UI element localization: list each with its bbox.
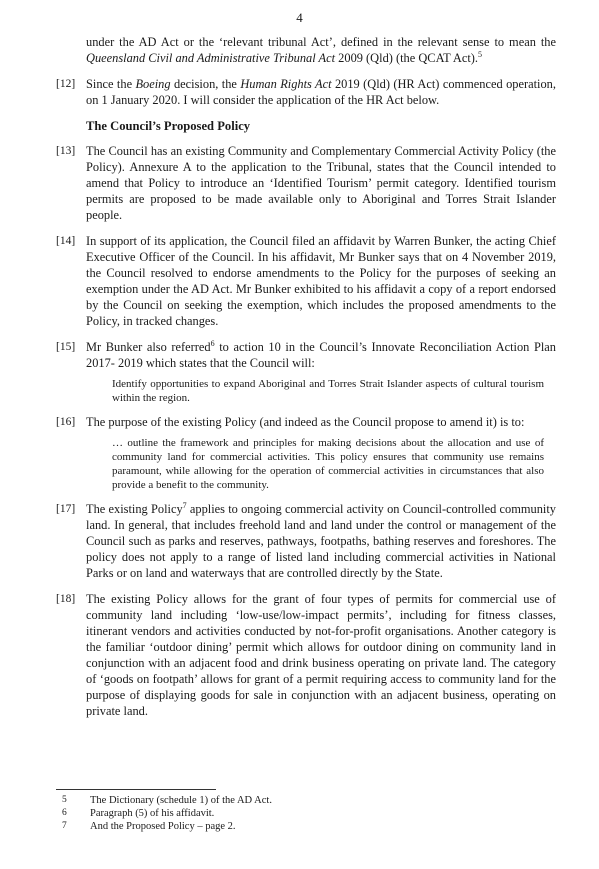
paragraph-14: [14] In support of its application, the …	[56, 233, 556, 329]
block-quote: … outline the framework and principles f…	[112, 437, 544, 491]
footnote-number: 7	[62, 821, 67, 831]
text-span: under the AD Act or the ‘relevant tribun…	[86, 35, 556, 49]
case-name: Boeing	[135, 77, 171, 91]
block-quote: Identify opportunities to expand Aborigi…	[112, 378, 544, 404]
act-title: Queensland Civil and Administrative Trib…	[86, 51, 336, 65]
act-title: Human Rights Act	[240, 77, 332, 91]
text-span: Since the	[86, 77, 136, 91]
footnote-text: And the Proposed Policy – page 2.	[90, 821, 236, 832]
paragraph-number: [15]	[56, 341, 76, 353]
text-span: Mr Bunker also referred	[86, 340, 211, 354]
text-span: The existing Policy	[86, 502, 183, 516]
footnote: 7 And the Proposed Policy – page 2.	[56, 820, 556, 833]
paragraph-number: [17]	[56, 503, 76, 515]
footnote: 5 The Dictionary (schedule 1) of the AD …	[56, 794, 556, 807]
paragraph-text: The purpose of the existing Policy (and …	[86, 415, 525, 429]
paragraph-number: [16]	[56, 416, 76, 428]
paragraph-text: In support of its application, the Counc…	[86, 234, 556, 328]
footnotes: 5 The Dictionary (schedule 1) of the AD …	[56, 789, 556, 833]
judgment-body: under the AD Act or the ‘relevant tribun…	[56, 34, 556, 729]
footnote-ref[interactable]: 6	[210, 338, 215, 348]
continued-paragraph: under the AD Act or the ‘relevant tribun…	[86, 34, 556, 66]
text-span: applies to ongoing commercial activity o…	[86, 502, 556, 580]
paragraph-16: [16] The purpose of the existing Policy …	[56, 414, 556, 430]
paragraph-text: The Council has an existing Community an…	[86, 144, 556, 222]
paragraph-17: [17] The existing Policy7 applies to ong…	[56, 500, 556, 581]
paragraph-12: [12] Since the Boeing decision, the Huma…	[56, 76, 556, 108]
footnote-text: The Dictionary (schedule 1) of the AD Ac…	[90, 795, 272, 806]
paragraph-number: [12]	[56, 78, 76, 90]
paragraph-number: [18]	[56, 593, 76, 605]
paragraph-number: [14]	[56, 235, 76, 247]
text-span: 2019 (Qld) (HR Act) commenced operation,…	[86, 77, 556, 107]
footnote-number: 5	[62, 795, 67, 805]
footnote-number: 6	[62, 808, 67, 818]
paragraph-text: The existing Policy allows for the grant…	[86, 592, 556, 718]
text-span: to action 10 in the Council’s Innovate R…	[86, 340, 556, 370]
paragraph-13: [13] The Council has an existing Communi…	[56, 143, 556, 223]
text-span: decision, the	[170, 77, 241, 91]
footnote-ref[interactable]: 5	[478, 49, 483, 59]
paragraph-18: [18] The existing Policy allows for the …	[56, 591, 556, 719]
text-span: 2009 (Qld) (the QCAT Act).	[335, 51, 479, 65]
paragraph-number: [13]	[56, 145, 76, 157]
footnote-divider	[56, 789, 216, 790]
page-number: 4	[296, 10, 303, 25]
footnote: 6 Paragraph (5) of his affidavit.	[56, 807, 556, 820]
paragraph-15: [15] Mr Bunker also referred6 to action …	[56, 338, 556, 371]
footnote-text: Paragraph (5) of his affidavit.	[90, 808, 215, 819]
footnote-ref[interactable]: 7	[182, 500, 187, 510]
section-heading: The Council’s Proposed Policy	[86, 119, 251, 133]
